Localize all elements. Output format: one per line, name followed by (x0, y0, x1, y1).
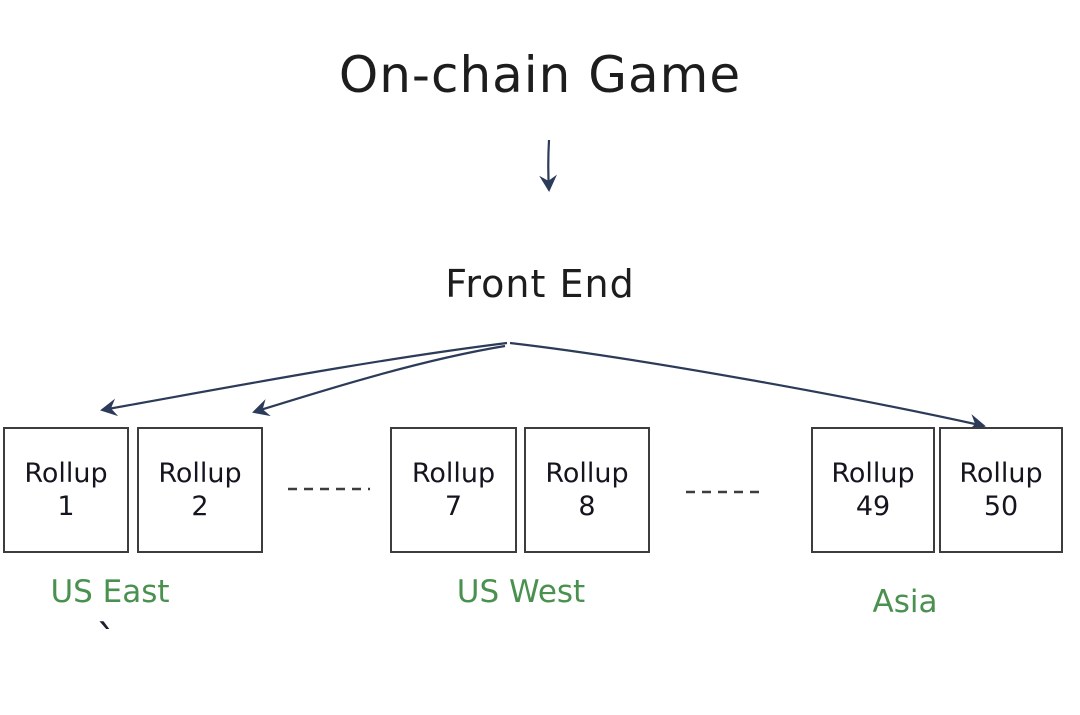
diagram-title: On-chain Game (338, 46, 742, 104)
rollup-box-8: Rollup 8 (524, 427, 650, 553)
stray-pen-mark: ` (96, 616, 117, 665)
frontend-label: Front End (445, 262, 635, 306)
rollup-label: Rollup (959, 458, 1043, 489)
rollup-number: 7 (444, 491, 463, 522)
rollup-label: Rollup (158, 458, 242, 489)
region-label-us-east: US East (50, 574, 170, 610)
edge-frontend-rollup2-arrow (252, 344, 506, 417)
edge-frontend-rollup1-arrow (100, 341, 508, 417)
rollup-label: Rollup (831, 458, 915, 489)
rollup-label: Rollup (545, 458, 629, 489)
rollup-number: 2 (191, 491, 209, 522)
rollup-box-49: Rollup 49 (811, 427, 935, 553)
rollup-number: 49 (855, 491, 891, 522)
rollup-box-1: Rollup 1 (3, 427, 129, 553)
rollup-label: Rollup (411, 458, 496, 489)
region-label-us-west: US West (456, 574, 586, 610)
rollup-box-50: Rollup 50 (939, 427, 1063, 553)
edge-game-frontend-arrow (539, 139, 557, 192)
rollup-box-2: Rollup 2 (137, 427, 263, 553)
rollup-number: 1 (57, 491, 75, 522)
edge-frontend-rollup50-arrow (509, 341, 986, 432)
rollup-box-7: Rollup 7 (390, 427, 517, 553)
rollup-number: 50 (983, 491, 1019, 522)
rollup-number: 8 (578, 491, 596, 522)
region-label-asia: Asia (872, 584, 938, 620)
rollup-label: Rollup (24, 458, 108, 489)
